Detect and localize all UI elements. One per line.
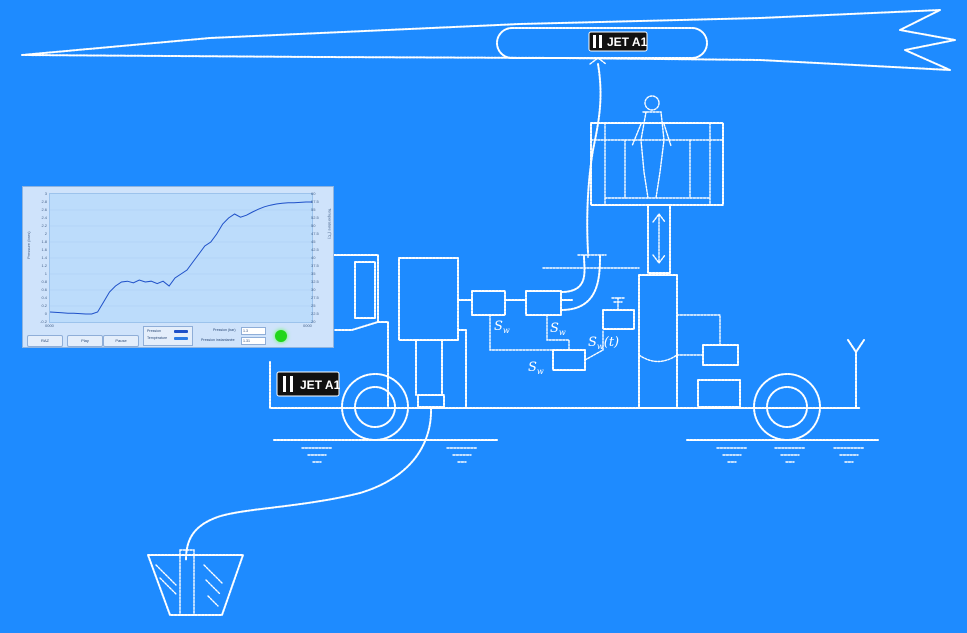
left-axis-label: Pressure (bars) [26, 231, 31, 259]
pressure-field-label: Pression (bar) [213, 328, 236, 332]
right-axis-tick: 32.5 [311, 279, 319, 284]
left-axis-tick: 0.8 [41, 279, 47, 284]
right-axis-tick: 25 [311, 303, 316, 308]
legend-temperature-swatch [174, 337, 188, 340]
fuel-badge-wing: JET A1 [588, 31, 648, 52]
right-axis-tick: 47.5 [311, 231, 319, 236]
left-axis-tick: 1.2 [41, 263, 47, 268]
svg-text:JET A1: JET A1 [607, 35, 648, 49]
legend-pressure[interactable]: Pression [147, 329, 161, 333]
pump-block [471, 290, 506, 316]
right-axis-tick: 37.5 [311, 263, 319, 268]
hydrant-pit [147, 549, 244, 616]
feed-hose [586, 63, 602, 253]
wing-tank [496, 27, 708, 59]
pressure-series-line [50, 201, 312, 315]
signal-lines [489, 314, 604, 361]
pressure-chart [49, 193, 313, 323]
left-axis-tick: 2.2 [41, 223, 47, 228]
right-axis-tick: 52.5 [311, 215, 319, 220]
reset-button[interactable]: RAZ [27, 335, 63, 347]
valve-block [702, 344, 739, 366]
antenna-icon [611, 297, 625, 311]
tank-level [638, 354, 678, 363]
pause-button[interactable]: Pause [103, 335, 139, 347]
meter-block [525, 290, 562, 316]
left-axis-tick: 1.4 [41, 255, 47, 260]
hydrant-hose [185, 407, 433, 561]
sensor-label-1: Sw [494, 319, 510, 335]
left-axis-tick: 0.2 [41, 303, 47, 308]
right-axis-tick: 55 [311, 207, 316, 212]
legend-pressure-swatch [174, 330, 188, 333]
chart-legend: Pression Température [143, 326, 193, 346]
instant-pressure-field[interactable]: 1.31 [241, 337, 266, 345]
right-axis-tick: 30 [311, 287, 316, 292]
left-axis-tick: 3 [44, 191, 47, 196]
sensor-label-3: Sw [528, 360, 544, 376]
left-axis-tick: 2.6 [41, 207, 47, 212]
lift-platform [590, 122, 724, 274]
fuel-badge-truck: JET A1 [276, 371, 341, 397]
engine-block [697, 379, 741, 408]
elbow-pipe [560, 255, 601, 311]
operator-figure [631, 95, 672, 199]
right-axis-tick: 27.5 [311, 295, 319, 300]
hose-nozzle [589, 57, 607, 65]
pipe-coupler [577, 251, 607, 259]
right-axis-tick: 22.5 [311, 311, 319, 316]
right-pipes [676, 314, 721, 356]
x-axis-start: 0000 [45, 323, 54, 328]
right-axis-tick: 35 [311, 271, 316, 276]
x-axis-end: 0000 [303, 323, 312, 328]
right-axis-tick: 60 [311, 191, 316, 196]
right-axis-tick: 40 [311, 255, 316, 260]
sensor-label-2: Sw [550, 321, 566, 337]
left-axis-tick: 2.8 [41, 199, 47, 204]
left-axis-tick: 0 [44, 311, 47, 316]
left-axis-tick: 1 [44, 271, 47, 276]
right-axis-label: Temperature (°C) [328, 208, 333, 239]
left-axis-tick: 0.6 [41, 287, 47, 292]
sensor-label-4: Sw(t) [588, 335, 619, 351]
right-axis-tick: 45 [311, 239, 316, 244]
left-axis-tick: 0.4 [41, 295, 47, 300]
right-axis-tick: 42.5 [311, 247, 319, 252]
left-axis-tick: 2.4 [41, 215, 47, 220]
aircraft-wing [21, 9, 956, 71]
left-axis-tick: 1.6 [41, 247, 47, 252]
left-axis-tick: 1.8 [41, 239, 47, 244]
monitor-panel: 3 2.8 2.6 2.4 2.2 2 1.8 1.6 1.4 1.2 1 0.8 0.6 0.4 0.2 0… [22, 186, 334, 348]
right-axis-tick: 57.5 [311, 199, 319, 204]
right-axis-tick: 20 [311, 319, 316, 324]
truck-chassis [269, 254, 861, 409]
instant-pressure-label: Pression instantanée [201, 338, 235, 342]
controller-block [552, 349, 586, 371]
exhaust-pipe [839, 339, 865, 409]
sensor-box [602, 309, 635, 330]
svg-text:JET A1: JET A1 [300, 378, 341, 392]
pressure-field[interactable]: 1.3 [241, 327, 266, 335]
right-axis-tick: 50 [311, 223, 316, 228]
pressure-chart-svg [50, 201, 312, 315]
status-indicator [275, 330, 287, 342]
left-axis-tick: 2 [44, 231, 47, 236]
play-button[interactable]: Play [67, 335, 103, 347]
left-axis-tick: -0.2 [40, 319, 47, 324]
ground-line [273, 439, 879, 463]
filter-tank [638, 274, 678, 409]
legend-temperature[interactable]: Température [147, 336, 168, 340]
